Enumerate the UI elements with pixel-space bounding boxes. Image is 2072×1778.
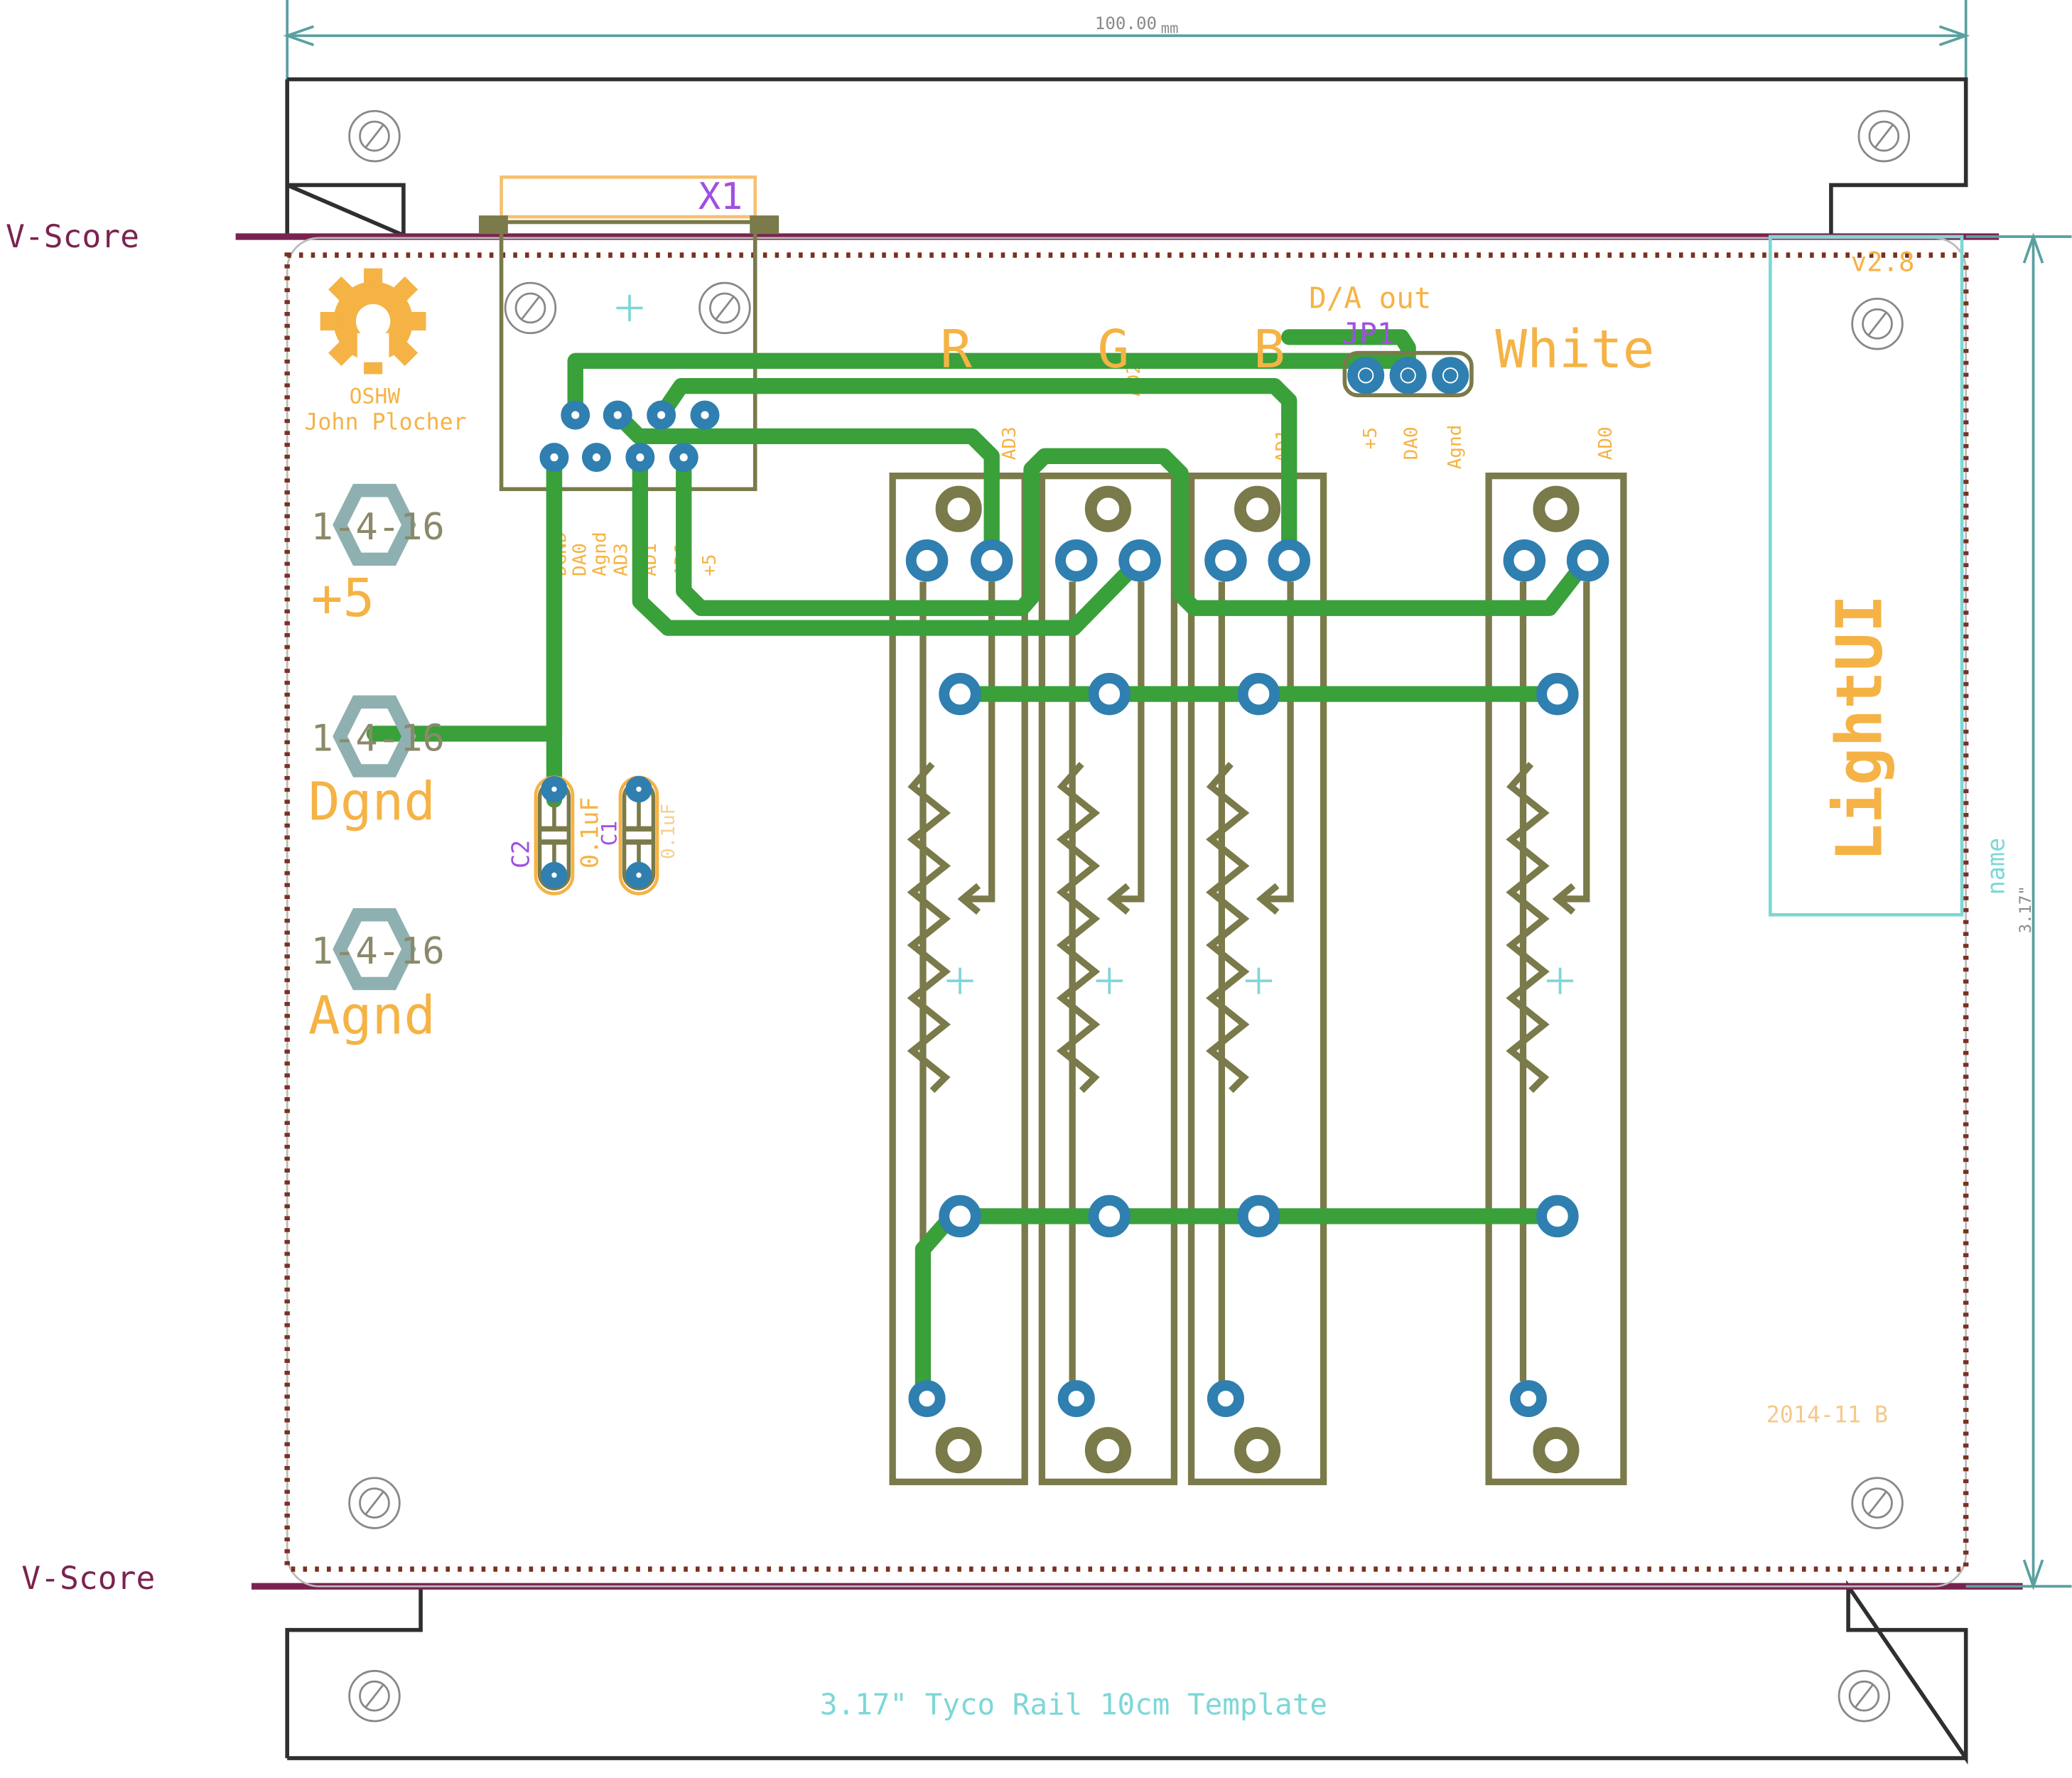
tooling-hole-icon: [1838, 1669, 1891, 1723]
width-dimension-value: 100.00: [1095, 14, 1157, 33]
vscore-bottom-label: V-Score: [21, 1560, 155, 1597]
bottom-rail-tab: [285, 1580, 1968, 1765]
footer-title: 3.17" Tyco Rail 10cm Template: [820, 1688, 1327, 1722]
pin-label: +5: [1360, 427, 1381, 449]
pin-label: AD3: [610, 543, 632, 576]
pin-label: Agnd: [1445, 425, 1466, 470]
mounting-hole-label: 1-4-16: [311, 506, 445, 549]
tooling-hole-icon: [348, 1477, 401, 1529]
channel-label-white: White: [1495, 318, 1654, 380]
vscore-bottom: V-Score: [21, 1560, 2023, 1597]
mounting-hole-label: 1-4-16: [311, 930, 445, 973]
pot-footprints: [889, 473, 1627, 1485]
vscore-top: V-Score: [6, 218, 2000, 255]
tooling-hole-icon: [1857, 109, 1911, 163]
pin-label: AD0: [1595, 426, 1617, 460]
pot-footprint-b: [1187, 473, 1327, 1485]
height-dimension: 3.17": [1965, 232, 2072, 1590]
capacitor-name: C2: [507, 840, 535, 868]
tooling-hole-icon: [1851, 1477, 1904, 1529]
mounting-hole-net: Agnd: [308, 985, 436, 1047]
oshw-gear-icon: [320, 268, 426, 375]
vscore-top-label: V-Score: [6, 218, 139, 255]
jumper-title: D/A out: [1309, 281, 1431, 315]
width-dimension: 100.00 mm: [283, 0, 1970, 80]
tooling-hole-icon: [1851, 298, 1904, 350]
tooling-hole-icon: [348, 109, 401, 163]
pot-footprint-white: [1485, 473, 1627, 1485]
channel-label-b: B: [1253, 318, 1285, 380]
pin-label: DA0: [1401, 426, 1423, 460]
name-label: name: [1982, 838, 2010, 895]
capacitor-value: 0.1uF: [658, 804, 679, 859]
mounting-hole-plus5: 1-4-16 +5: [311, 483, 445, 629]
tooling-hole-icon: [348, 1669, 401, 1723]
pin-label: DA0: [570, 543, 591, 576]
channel-label-g: G: [1098, 318, 1130, 380]
connector-name: X1: [698, 176, 743, 218]
pin-label: AD3: [999, 426, 1020, 460]
oshw-label: OSHW: [350, 384, 401, 409]
top-rail-tab: [285, 77, 1968, 239]
version-label: v2.8: [1851, 246, 1915, 277]
board-keepout: [284, 252, 1969, 1572]
copper-traces: [366, 329, 1595, 1407]
width-dimension-unit: mm: [1161, 20, 1179, 37]
mounting-hole-net: Dgnd: [308, 770, 436, 832]
revision-label: 2014-11 B: [1766, 1403, 1888, 1428]
pads: [539, 350, 1609, 1474]
mounting-hole-label: 1-4-16: [311, 718, 445, 760]
name-block: v2.8 LightUI name: [1769, 235, 2010, 917]
capacitor-c1: C1 0.1uF: [597, 775, 679, 895]
channel-labels: R G B White: [940, 318, 1654, 380]
jumper-pin-labels: +5 DA0 Agnd: [1360, 425, 1466, 470]
mounting-hole-net: +5: [311, 567, 375, 629]
jumper-name: JP1: [1342, 317, 1395, 351]
tooling-hole-icon: [698, 281, 751, 335]
height-dimension-value: 3.17": [2017, 885, 2035, 933]
channel-label-r: R: [940, 318, 972, 380]
board-title: LightUI: [1823, 595, 1897, 862]
mounting-holes: 1-4-16 +5 1-4-16 Dgnd 1-4-16 Agnd: [308, 483, 445, 1047]
capacitor-value: 0.1uF: [576, 797, 603, 868]
tooling-hole-icon: [504, 281, 557, 335]
pin-label: Agnd: [589, 532, 610, 576]
capacitor-name: C1: [597, 821, 622, 846]
mounting-hole-dgnd: 1-4-16 Dgnd: [308, 695, 445, 832]
pot-footprint-g: [1038, 473, 1178, 1485]
author-label: John Plocher: [304, 410, 466, 436]
capacitor-c2: C2 0.1uF: [507, 775, 603, 895]
tooling-holes: [348, 109, 1911, 1723]
pin-label: +5: [699, 554, 721, 576]
mounting-hole-agnd: 1-4-16 Agnd: [308, 907, 445, 1047]
